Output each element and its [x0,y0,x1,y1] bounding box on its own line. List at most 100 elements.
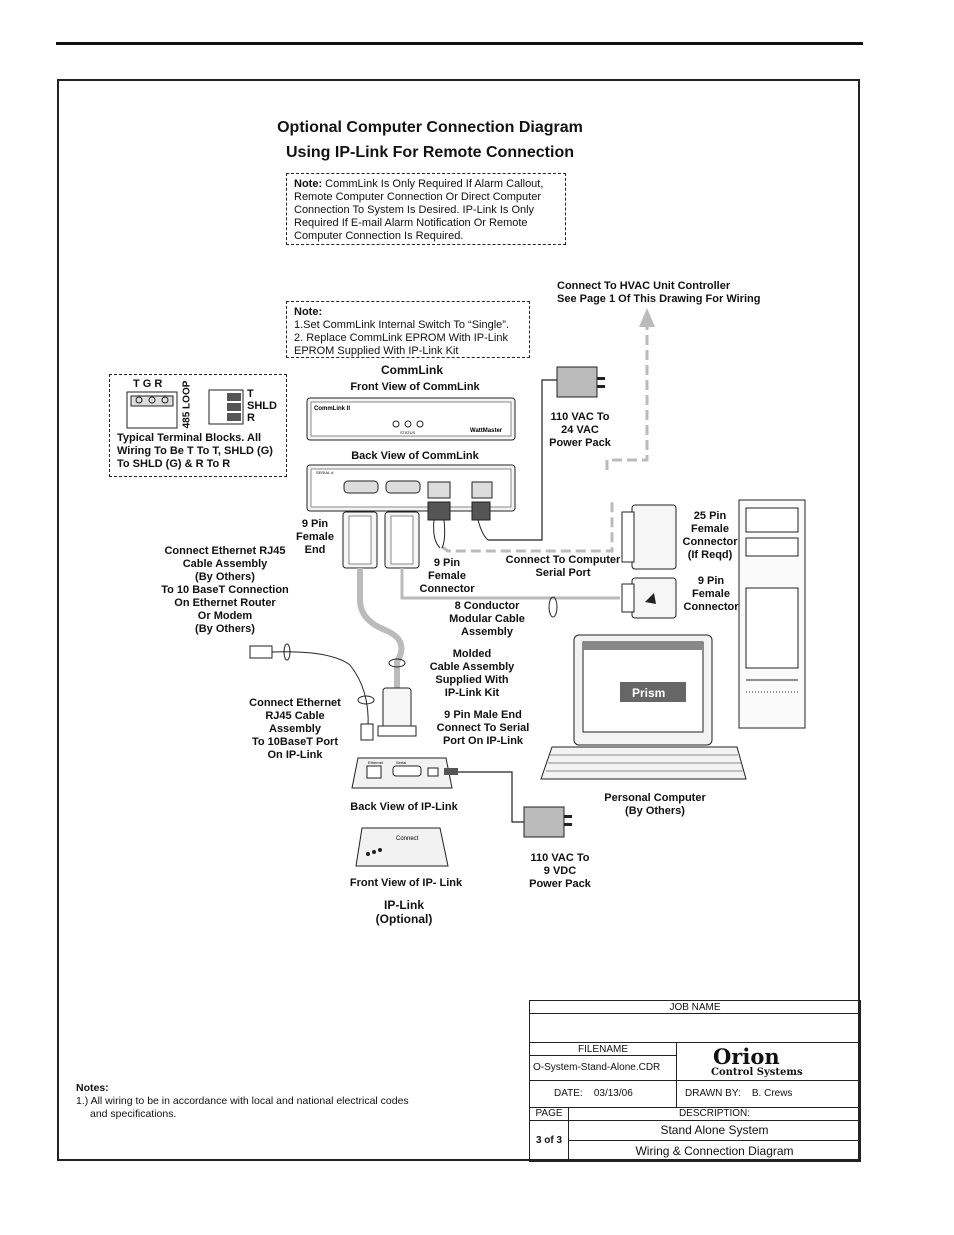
label-t: T [247,388,254,400]
personal-computer-label: Personal Computer (By Others) [604,792,706,817]
nine-pin-connector-computer [621,577,677,619]
power-pack-9vdc [523,806,572,838]
description-label: DESCRIPTION: [568,1107,861,1121]
drawing-frame [57,79,860,1161]
hvac-line-1: Connect To HVAC Unit Controller [557,280,731,292]
page-label: PAGE [529,1107,569,1121]
orion-logo-main: Orion [713,1044,780,1069]
diagram-title: Optional Computer Connection Diagram [277,119,583,136]
pp24-line-2: 24 VAC [561,424,599,436]
description-line-1: Stand Alone System [568,1120,861,1141]
orion-logo-sub: Control Systems [711,1067,803,1078]
eight-conductor-label: 8 Conductor Modular Cable Assembly [449,600,525,638]
connect-one-text: Connect [396,836,419,842]
nine-pin-female-end-label: 9 Pin Female End [296,518,334,556]
note-bold: Note: [294,306,323,318]
keyboard [540,746,747,780]
note-bold: Note: [294,178,323,190]
notes-item-1: 1.) All wiring to be in accordance with … [76,1095,409,1107]
notes-section: Notes: 1.) All wiring to be in accordanc… [76,1082,456,1121]
nine-pin-male-label: 9 Pin Male End Connect To Serial Port On… [436,709,530,747]
twentyfive-pin-connector [621,504,677,570]
pp9-line-2: 9 VDC [543,865,577,877]
terminal-block-tgr [126,391,178,429]
commlink-title: CommLink [380,363,443,377]
iplink-front-label: Front View of IP- Link [349,877,463,889]
ethernet-cable [271,651,369,729]
commlink-back-label: Back View of CommLink [351,450,479,462]
commlink-terminal-plugs [427,501,491,549]
terminal-caption: Typical Terminal Blocks. All Wiring To B… [117,432,273,470]
commlink-front-device: CommLink II STATUS WattMaster [306,397,516,441]
filename-label: FILENAME [529,1042,677,1056]
power-pack-24vac-label: 110 VAC To 24 VAC Power Pack [540,411,620,450]
note-commlink-required: Note: CommLink Is Only Required If Alarm… [286,173,566,245]
pp24-line-1: 110 VAC To [550,411,610,423]
notes-heading: Notes: [76,1082,109,1094]
note-line-1: 1.Set CommLink Internal Switch To “Singl… [294,319,509,331]
iplink-db9-plug [377,687,417,737]
page-value: 3 of 3 [529,1120,569,1162]
terminal-block-t-shld-r [208,389,244,425]
serial-cable [400,568,620,600]
ethernet-rj45-port-label: Connect Ethernet RJ45 Cable Assembly To … [249,697,341,761]
db9-female-end-1 [342,511,378,569]
pp9-line-3: Power Pack [529,878,591,890]
title-block: JOB NAME FILENAME O-System-Stand-Alone.C… [529,1000,861,1162]
date-value: 03/13/06 [593,1088,633,1099]
iplink-back-device: Ethernet Serial [351,757,453,789]
notes-item-1b: and specifications. [90,1108,177,1120]
date-label: DATE: [554,1088,583,1099]
iplink-ethernet-text: Ethernet [368,760,384,765]
connect-serial-label: Connect To Computer Serial Port [505,554,621,579]
prism-logo-text: Prism [632,686,665,700]
nine-pin-female-connector-label: 9 Pin Female Connector [419,557,475,595]
power-wire-24vac [488,379,560,541]
hvac-connect-label: Connect To HVAC Unit Controller See Page… [557,280,787,306]
maker-text: WattMaster [470,428,503,434]
date-cell: DATE: 03/13/06 [529,1080,677,1108]
iplink-title: IP-Link (Optional) [375,898,433,926]
label-r: R [247,412,255,424]
terminal-right-labels: T SHLD R [247,388,277,424]
pp24-line-3: Power Pack [549,437,611,449]
computer-tower [738,499,806,729]
job-name-value [529,1013,861,1043]
note-text: CommLink Is Only Required If Alarm Callo… [294,178,544,242]
commlink-back-device: SERIAL # [306,464,516,512]
molded-cable [357,568,405,690]
filename-value: O-System-Stand-Alone.CDR [529,1055,677,1081]
commlink-front-label: Front View of CommLink [350,381,480,393]
power-pack-9vdc-label: 110 VAC To 9 VDC Power Pack [520,852,600,891]
hvac-line-2: See Page 1 Of This Drawing For Wiring [557,293,761,305]
drawn-label: DRAWN BY: [685,1088,741,1099]
serial-no-text: SERIAL # [316,470,334,475]
iplink-serial-text: Serial [396,760,406,765]
job-name-label: JOB NAME [529,1000,861,1014]
power-plug [444,768,458,775]
drawn-value: B. Crews [751,1088,793,1099]
nine-pin-female-connector2-label: 9 Pin Female Connector [683,575,739,613]
hvac-arrow [605,308,655,470]
pp9-line-1: 110 VAC To [530,852,590,864]
power-wire-9vdc [446,771,527,823]
orion-logo: Orion Control Systems [676,1042,861,1081]
power-pack-24vac [556,366,605,398]
ethernet-rj45-top-label: Connect Ethernet RJ45 Cable Assembly (By… [161,545,289,635]
molded-cable-label: Molded Cable Assembly Supplied With IP-L… [429,648,515,699]
note-line-2: 2. Replace CommLink EPROM With IP-Link E… [294,332,508,357]
computer-monitor: Prism [573,634,713,746]
twentyfive-pin-label: 25 Pin Female Connector (If Reqd) [682,510,738,561]
drawn-cell: DRAWN BY: B. Crews [676,1080,861,1108]
label-shld: SHLD [247,400,277,412]
note-commlink-setup: Note: 1.Set CommLink Internal Switch To … [286,301,530,358]
description-line-2: Wiring & Connection Diagram [568,1140,861,1162]
status-text: STATUS [400,430,416,435]
iplink-back-label: Back View of IP-Link [350,801,458,813]
db9-female-end-2 [384,511,420,569]
rj45-plug-left [249,645,273,659]
dashed-computer-link [441,500,614,553]
rj45-plug-iplink [360,723,374,741]
top-rule [56,42,863,45]
